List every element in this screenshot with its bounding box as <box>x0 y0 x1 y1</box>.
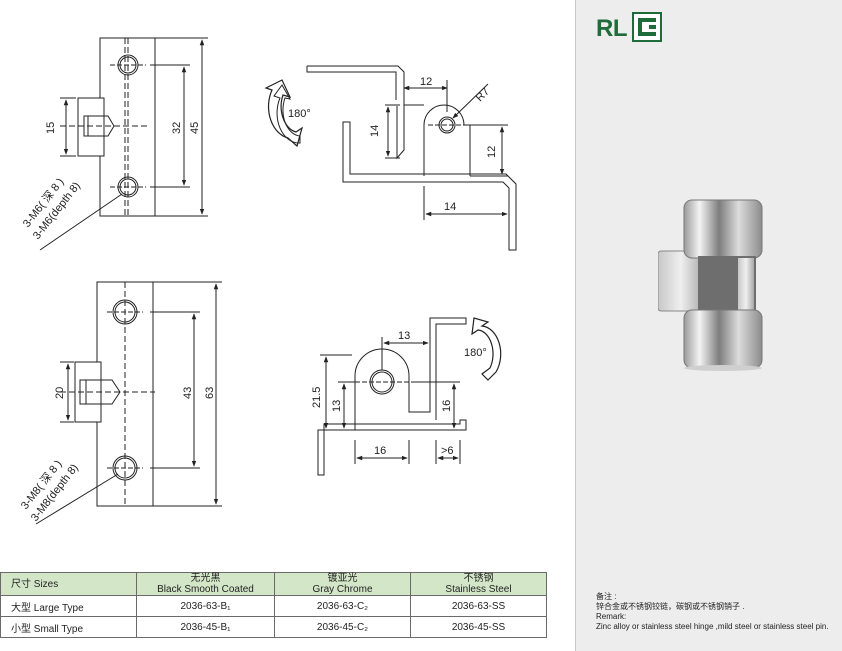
dim-13-top: 13 <box>398 330 410 342</box>
small-hinge-side-view <box>317 317 502 476</box>
row-size: 小型 Small Type <box>0 616 137 638</box>
dim-gt6: >6 <box>441 445 454 457</box>
dim-63: 63 <box>204 387 216 399</box>
cell-stainless: 2036-63-SS <box>410 595 547 617</box>
dim-12-right: 12 <box>486 146 498 158</box>
remark-label-en: Remark: <box>596 612 627 621</box>
table-row: 小型 Small Type 2036-45-B₁ 2036-45-C₂ 2036… <box>0 616 547 638</box>
dim-16-bottom: 16 <box>374 445 386 457</box>
dim-12-top: 12 <box>420 76 432 88</box>
rotation-label: 180° <box>288 108 311 120</box>
cell-black: 2036-63-B₁ <box>136 595 275 617</box>
cell-black: 2036-45-B₁ <box>136 616 275 638</box>
dim-14-left: 14 <box>369 125 381 137</box>
technical-drawing: 15 32 45 3-M6( 深 8 ) 3-M6(depth 8) 180° <box>18 37 517 525</box>
remark-label-cn: 备注 : <box>596 592 617 601</box>
row-size: 大型 Large Type <box>0 595 137 617</box>
table-row: 大型 Large Type 2036-63-B₁ 2036-63-C₂ 2036… <box>0 595 547 617</box>
hinge-photo <box>657 196 763 376</box>
dim-45: 45 <box>189 122 201 134</box>
large-hinge-front-view <box>39 37 208 251</box>
dim-14-bottom: 14 <box>444 201 456 213</box>
dim-43: 43 <box>182 387 194 399</box>
brand-logo: RL <box>596 10 662 48</box>
dim-13-left: 13 <box>331 400 343 412</box>
side-panel: RL <box>575 0 842 651</box>
header-sizes: 尺寸 Sizes <box>0 572 137 596</box>
small-hinge-front-view <box>35 281 222 525</box>
dim-20: 20 <box>54 387 66 399</box>
dim-32: 32 <box>171 122 183 134</box>
logo-text: RL <box>596 15 628 42</box>
cell-stainless: 2036-45-SS <box>410 616 547 638</box>
rotation-label-small: 180° <box>464 347 487 359</box>
large-hinge-side-view <box>258 65 517 251</box>
dim-15: 15 <box>45 122 57 134</box>
cell-gray: 2036-63-C₂ <box>274 595 411 617</box>
dim-16-right: 16 <box>441 400 453 412</box>
remark: 备注 : 锌合金或不锈钢铰链，碳钢或不锈钢销子 . Remark: Zinc a… <box>596 592 829 632</box>
remark-text-cn: 锌合金或不锈钢铰链，碳钢或不锈钢销子 . <box>596 602 745 611</box>
brand-bracket-icon <box>632 11 662 47</box>
dim-r7: R7 <box>474 86 492 104</box>
remark-text-en: Zinc alloy or stainless steel hinge ,mil… <box>596 622 829 631</box>
dim-21-5: 21.5 <box>311 387 323 408</box>
cell-gray: 2036-45-C₂ <box>274 616 411 638</box>
